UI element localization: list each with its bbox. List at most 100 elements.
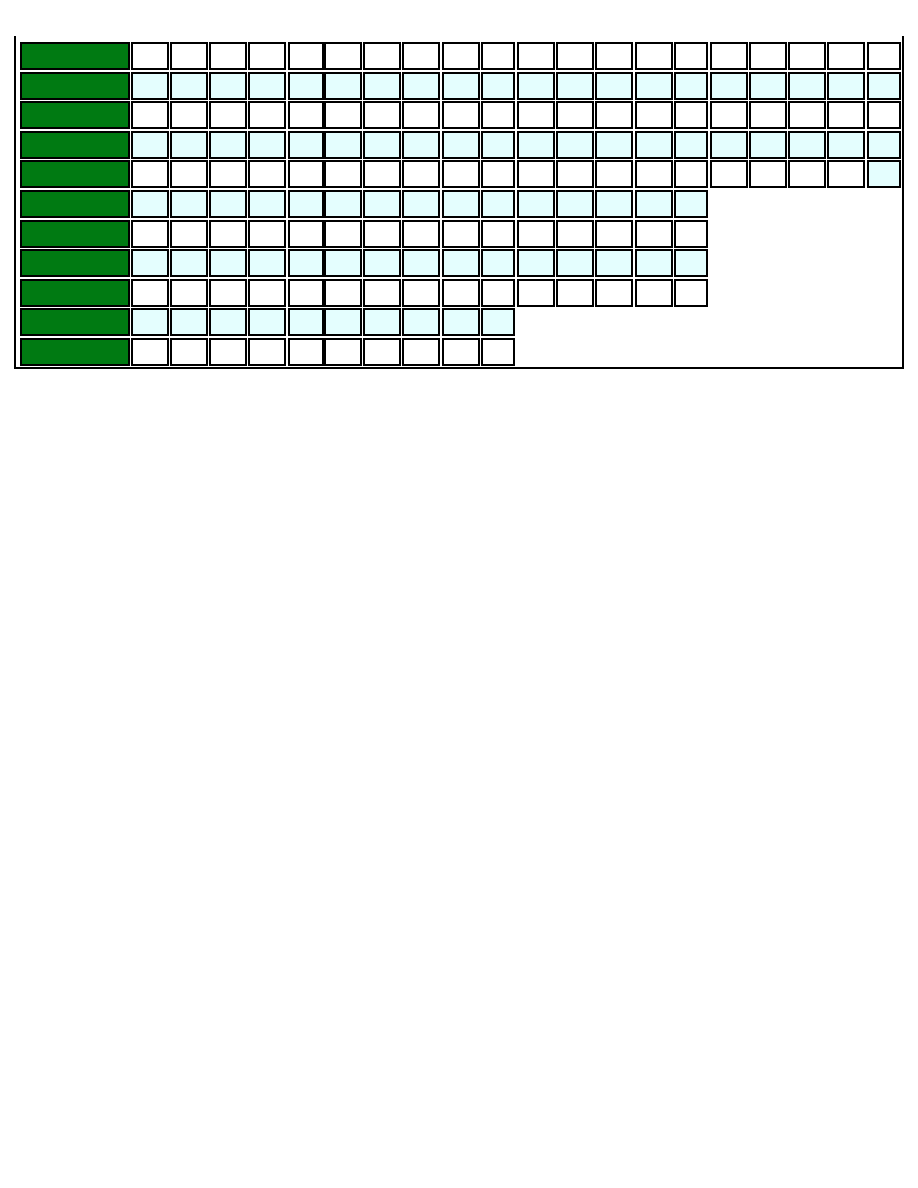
table-cell [288,338,324,366]
table-row [16,101,901,129]
table-cell [324,72,362,100]
table-cell [324,220,362,248]
table-cell [442,338,480,366]
table-cell [209,72,247,100]
table-cell [481,42,515,70]
table-cell [481,101,515,129]
table-cell [788,42,826,70]
table-cell [131,190,169,218]
table-cell [674,160,708,188]
table-cell [442,220,480,248]
footer-link-1[interactable] [260,442,476,461]
table-cell [442,160,480,188]
table-cell [324,338,362,366]
table-cell [556,101,594,129]
table-cell [674,279,708,307]
table-cell [363,308,401,336]
table-cell [517,220,555,248]
table-cell [363,101,401,129]
row-header-cell [20,42,130,70]
table-cell [442,249,480,277]
table-cell [402,249,440,277]
table-cell [517,72,555,100]
table-cell [788,160,826,188]
table-cell [209,338,247,366]
table-cell [209,160,247,188]
table-cell [248,190,286,218]
table-cell [442,308,480,336]
table-cell [788,131,826,159]
table-cell [442,279,480,307]
table-cell [595,42,633,70]
table-cell [595,131,633,159]
table-cell [674,101,708,129]
table-cell [595,220,633,248]
table-row [16,338,900,366]
table-cell [481,160,515,188]
table-cell [248,220,286,248]
table-cell [595,190,633,218]
table-cell [131,220,169,248]
table-cell [288,101,324,129]
row-header-cell [20,279,130,307]
table-row [16,160,901,188]
table-cell [248,131,286,159]
table-cell [131,160,169,188]
table-cell [867,101,901,129]
table-cell [867,160,901,188]
table-cell [517,279,555,307]
table-cell [363,190,401,218]
table-cell [635,42,673,70]
table-cell [402,279,440,307]
table-cell [481,131,515,159]
table-cell [288,72,324,100]
table-cell [635,249,673,277]
table-cell [209,131,247,159]
table-cell [363,279,401,307]
table-cell [827,72,865,100]
table-cell [170,308,208,336]
table-cell [517,249,555,277]
table-cell [635,160,673,188]
row-header-cell [20,249,130,277]
table-cell [556,42,594,70]
table-cell [131,279,169,307]
table-cell [442,131,480,159]
row-header-cell [20,338,130,366]
table-cell [788,101,826,129]
table-cell [363,220,401,248]
table-cell [170,220,208,248]
table-cell [674,42,708,70]
table-cell [402,131,440,159]
table-cell [442,42,480,70]
table-cell [209,220,247,248]
table-cell [288,190,324,218]
table-cell [481,220,515,248]
row-header-cell [20,220,130,248]
table-cell [248,279,286,307]
table-cell [517,190,555,218]
table-cell [131,308,169,336]
table-cell [788,72,826,100]
table-cell [248,249,286,277]
table-cell [749,101,787,129]
table-cell [635,101,673,129]
table-cell [481,279,515,307]
table-cell [635,131,673,159]
table-cell [595,160,633,188]
table-cell [402,220,440,248]
table-cell [324,101,362,129]
table-cell [481,308,515,336]
table-cell [363,72,401,100]
footer-link-2[interactable] [480,442,658,461]
table-cell [324,131,362,159]
table-cell [442,101,480,129]
table-cell [288,308,324,336]
table-row [16,190,900,218]
table-cell [248,338,286,366]
table-cell [131,249,169,277]
table-cell [324,279,362,307]
table-cell [363,249,401,277]
table-row [16,308,900,336]
table-cell [209,42,247,70]
